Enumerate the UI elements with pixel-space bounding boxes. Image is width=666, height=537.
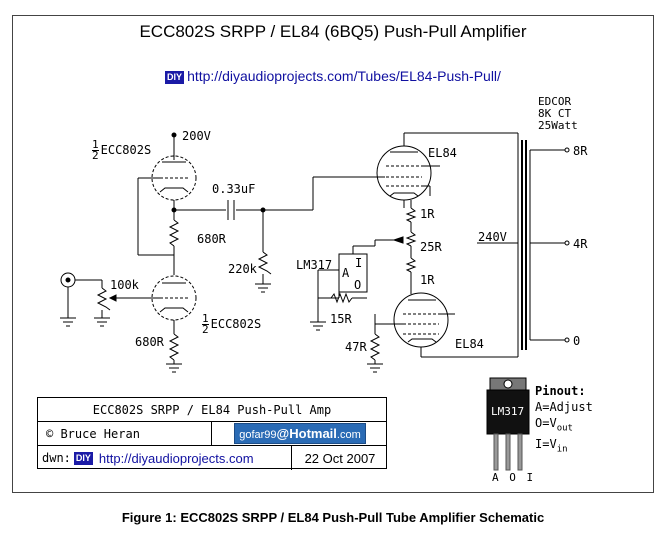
b-plus-label: 200V — [182, 129, 211, 143]
pinout-o-text: O=V — [535, 416, 557, 430]
email-domain: Hotmail — [289, 426, 337, 441]
r680-bot-label: 680R — [135, 335, 164, 349]
tube-top-frac-num: 1 — [92, 138, 99, 151]
pinout-o-sub: out — [556, 423, 573, 434]
r220k-label: 220k — [228, 262, 257, 276]
transformer-brand: EDCOR — [538, 95, 572, 108]
email-user: gofar99 — [239, 429, 277, 441]
out-4r-label: 4R — [573, 237, 588, 251]
r15r-label: 15R — [330, 312, 352, 326]
lm317-label: LM317 — [296, 258, 333, 272]
pinout-legend: Pinout: A=Adjust O=Vout I=Vin — [535, 383, 593, 458]
pinout-o: O=Vout — [535, 415, 593, 436]
project-url[interactable]: http://diyaudioprojects.com/Tubes/EL84-P… — [187, 68, 501, 84]
dwn-label: dwn: — [42, 451, 71, 465]
figure-caption: Figure 1: ECC802S SRPP / EL84 Push-Pull … — [121, 510, 545, 525]
title-block-row-author: © Bruce Heran gofar99@Hotmail.com — [38, 422, 386, 446]
pinout-i-sub: in — [556, 444, 568, 455]
tube-bot-frac-num: 1 — [202, 312, 209, 325]
transformer-impedance: 8K CT — [538, 107, 572, 120]
r1r-top-label: 1R — [420, 207, 435, 221]
schematic-frame — [12, 15, 654, 493]
diy-badge: DIY — [165, 70, 185, 84]
title-block-author: © Bruce Heran — [38, 422, 212, 445]
title-block-row-name: ECC802S SRPP / EL84 Push-Pull Amp — [38, 398, 386, 422]
r1r-bot-label: 1R — [420, 273, 435, 287]
tube-top-frac-den: 2 — [92, 149, 99, 162]
pin-letters: A O I — [492, 471, 536, 484]
email-badge[interactable]: gofar99@Hotmail.com — [234, 423, 366, 444]
el84-top-label: EL84 — [428, 146, 457, 160]
pinout-i-text: I=V — [535, 437, 557, 452]
title-block-row-dwn: dwn: DIY http://diyaudioprojects.com 22 … — [38, 446, 386, 470]
dwn-url[interactable]: http://diyaudioprojects.com — [98, 450, 254, 466]
tube-top-name: ECC802S — [100, 143, 152, 157]
el84-bot-label: EL84 — [455, 337, 484, 351]
title-block-dwn-cell: dwn: DIY http://diyaudioprojects.com — [38, 446, 292, 470]
reg-i-label: I — [355, 256, 363, 270]
page-title: ECC802S SRPP / EL84 (6BQ5) Push-Pull Amp… — [139, 22, 527, 41]
cap-label: 0.33uF — [212, 182, 256, 196]
transformer-power: 25Watt — [538, 119, 578, 132]
title-block-name: ECC802S SRPP / EL84 Push-Pull Amp — [92, 402, 332, 417]
tube-bot-frac-den: 2 — [202, 323, 209, 336]
transformer-spec: EDCOR 8K CT 25Watt — [538, 96, 578, 132]
out-0-label: 0 — [573, 334, 581, 348]
reg-o-label: O — [354, 278, 362, 292]
title-block: ECC802S SRPP / EL84 Push-Pull Amp © Bruc… — [37, 397, 387, 470]
out-8r-label: 8R — [573, 144, 588, 158]
dwn-diy-badge: DIY — [73, 451, 93, 465]
email-at: @ — [276, 426, 290, 441]
title-block-email-cell: gofar99@Hotmail.com — [212, 422, 388, 445]
v240-label: 240V — [478, 230, 507, 244]
r47r-label: 47R — [345, 340, 367, 354]
title-block-date: 22 Oct 2007 — [304, 450, 376, 466]
chip-marking: LM317 — [491, 405, 525, 418]
reg-a-label: A — [342, 266, 350, 280]
r680-top-label: 680R — [197, 232, 226, 246]
pinout-i: I=Vin — [535, 436, 593, 457]
pinout-heading: Pinout: — [535, 384, 586, 398]
email-tld: .com — [336, 429, 361, 441]
tube-bot-name: ECC802S — [210, 317, 262, 331]
pot-100k-label: 100k — [110, 278, 139, 292]
r25r-label: 25R — [420, 240, 442, 254]
pinout-a: A=Adjust — [535, 400, 593, 414]
